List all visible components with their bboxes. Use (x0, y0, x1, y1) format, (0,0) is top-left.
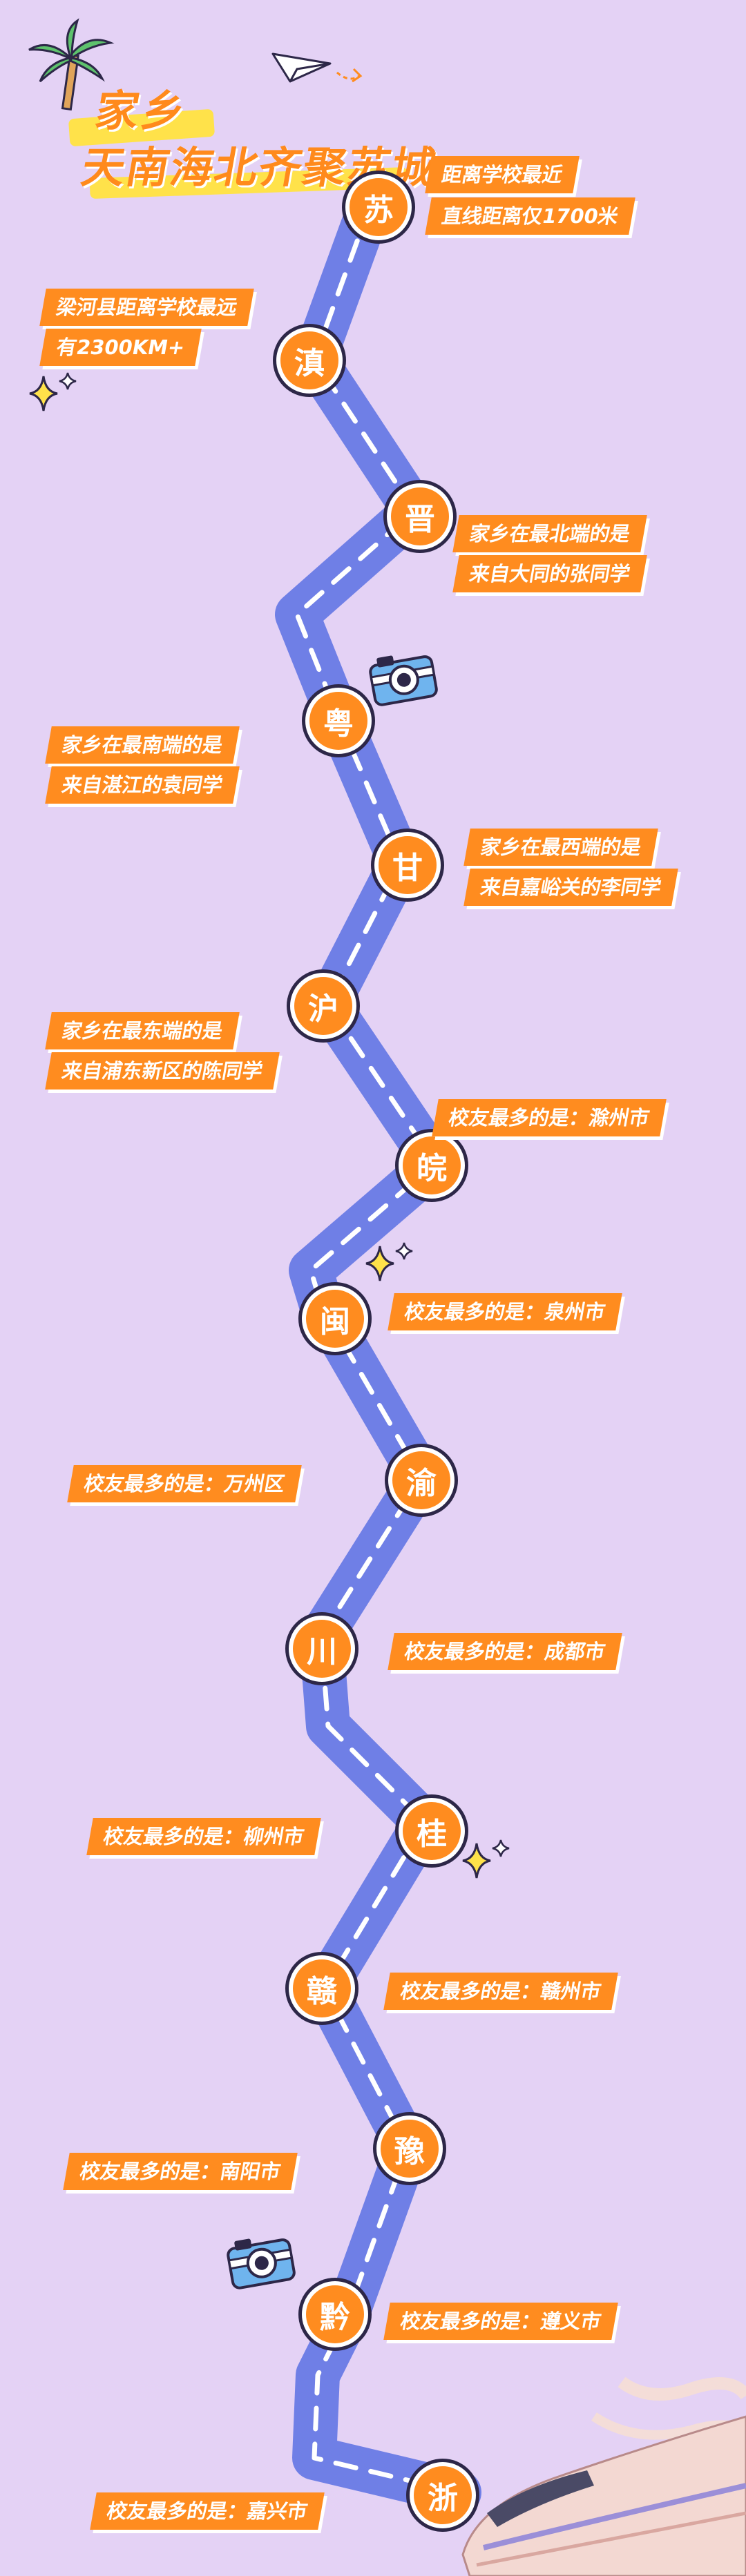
stop-node-gan: 甘 (374, 832, 441, 898)
stop-node-zhe: 浙 (410, 2462, 476, 2528)
stop-node-chuan: 川 (289, 1616, 355, 1682)
stop-label-yue-line-2: 来自湛江的袁同学 (45, 766, 240, 804)
stop-node-min: 闽 (302, 1286, 368, 1352)
stop-label-yu2: 校友最多的是：南阳市 (63, 2153, 298, 2190)
stop-label-gan-line-1: 家乡在最西端的是 (463, 829, 658, 866)
stop-label-yu: 校友最多的是：万州区 (67, 1465, 302, 1502)
stop-label-hu-line-1: 家乡在最东端的是 (45, 1012, 240, 1049)
stop-label-hu-line-2: 来自浦东新区的陈同学 (45, 1052, 280, 1090)
sparkle-icon (29, 372, 77, 411)
stop-label-gui: 校友最多的是：柳州市 (86, 1818, 321, 1855)
stop-label-gan2: 校友最多的是：赣州市 (383, 1973, 618, 2010)
sparkle-icon (365, 1242, 413, 1281)
camera-icon (369, 655, 438, 706)
stop-node-gui: 桂 (399, 1798, 465, 1864)
camera-icon (227, 2238, 296, 2289)
stop-label-su-line-2: 直线距离仅1700米 (425, 197, 635, 235)
stop-label-dian-line-2: 有2300KM+ (39, 329, 202, 366)
stop-label-gan-line-2: 来自嘉峪关的李同学 (463, 869, 678, 906)
stop-label-qian: 校友最多的是：遵义市 (383, 2303, 618, 2340)
stop-label-chuan: 校友最多的是：成都市 (388, 1633, 622, 1670)
stop-label-yue-line-1: 家乡在最南端的是 (45, 726, 240, 764)
title-line-1: 家乡 (91, 86, 192, 136)
sparkle-icon (462, 1839, 510, 1879)
stop-node-gan2: 赣 (289, 1955, 355, 2022)
stop-node-dian: 滇 (276, 327, 343, 394)
stop-node-su: 苏 (345, 174, 412, 240)
stop-label-wan: 校友最多的是：滁州市 (432, 1099, 667, 1136)
stop-label-min: 校友最多的是：泉州市 (388, 1293, 622, 1330)
stop-label-zhe: 校友最多的是：嘉兴市 (90, 2492, 325, 2530)
stop-node-yue: 粤 (305, 688, 372, 754)
paper-plane-icon (271, 52, 363, 83)
stop-node-qian: 黔 (302, 2281, 368, 2347)
stop-label-dian-line-1: 梁河县距离学校最远 (39, 289, 254, 326)
high-speed-train-icon (461, 2376, 746, 2576)
stop-label-su-line-1: 距离学校最近 (425, 156, 580, 193)
stop-label-jin-line-2: 来自大同的张同学 (452, 555, 647, 592)
stop-node-wan: 皖 (399, 1132, 465, 1199)
stop-node-yu2: 豫 (376, 2115, 443, 2182)
stop-label-jin-line-1: 家乡在最北端的是 (452, 515, 647, 552)
palm-tree-icon (28, 18, 115, 111)
stop-node-yu: 渝 (388, 1447, 455, 1513)
stop-node-jin: 晋 (387, 483, 453, 550)
stop-node-hu: 沪 (290, 973, 356, 1039)
